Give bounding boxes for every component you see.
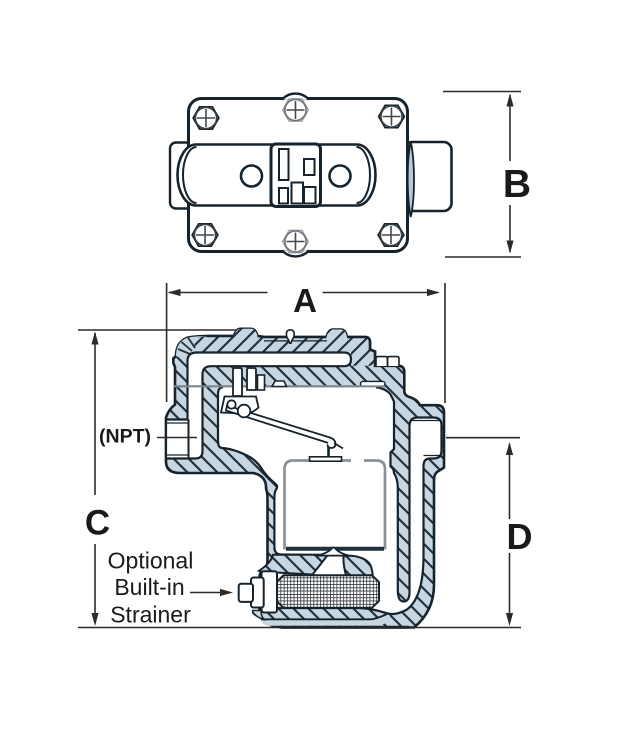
svg-text:C: C bbox=[85, 504, 110, 543]
svg-text:A: A bbox=[293, 282, 317, 319]
svg-text:Optional: Optional bbox=[108, 548, 194, 574]
svg-text:(NPT): (NPT) bbox=[99, 426, 151, 448]
svg-text:B: B bbox=[503, 163, 531, 206]
svg-text:D: D bbox=[507, 516, 533, 557]
svg-text:Strainer: Strainer bbox=[110, 602, 191, 628]
svg-text:Built-in: Built-in bbox=[114, 574, 184, 600]
